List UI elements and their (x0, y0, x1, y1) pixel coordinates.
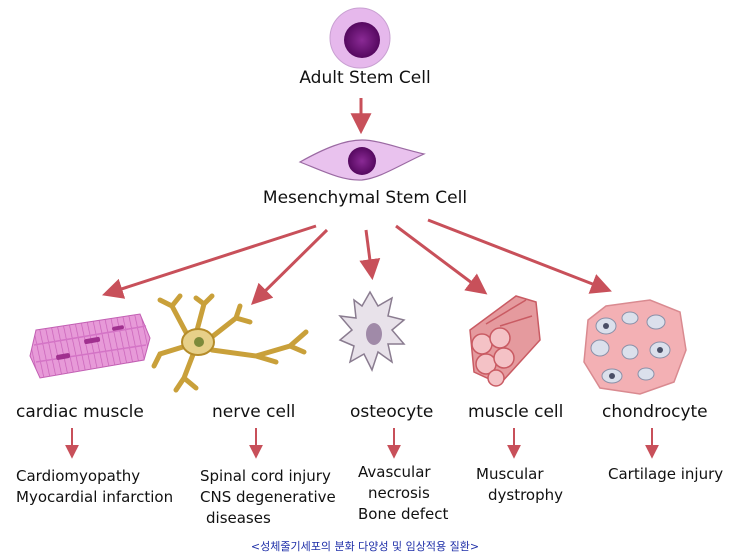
disease-item: CNS degenerative (200, 488, 336, 506)
disease-item: diseases (206, 509, 271, 527)
muscle-cell-label: muscle cell (468, 402, 564, 422)
arrow-to-chondrocyte (427, 218, 612, 294)
disease-item: dystrophy (488, 486, 564, 504)
cardiac-muscle-label: cardiac muscle (16, 402, 144, 422)
arrow-to-cardiac (102, 224, 317, 299)
chondrocyte-diseases: Cartilage injury (608, 464, 723, 485)
disease-item: Cartilage injury (608, 465, 724, 483)
mesenchymal-stem-cell-icon (298, 139, 426, 181)
arrow-to-muscle (395, 224, 488, 295)
disease-item: Spinal cord injury (200, 467, 331, 485)
osteocyte-label: osteocyte (350, 402, 434, 422)
nerve-cell-icon (151, 293, 309, 393)
disease-item: necrosis (368, 484, 430, 502)
muscle-cell-icon (469, 295, 541, 387)
osteocyte-icon (338, 290, 406, 372)
adult-stem-cell-label: Adult Stem Cell (299, 68, 431, 88)
mesenchymal-stem-cell-label: Mesenchymal Stem Cell (262, 188, 468, 208)
disease-item: Bone defect (358, 505, 449, 523)
nerve-diseases: Spinal cord injury CNS degenerative dise… (200, 466, 336, 529)
cardiac-muscle-icon (29, 313, 151, 379)
adult-stem-cell-icon (329, 7, 391, 69)
cardiac-diseases: Cardiomyopathy Myocardial infarction (16, 466, 173, 508)
chondrocyte-label: chondrocyte (602, 402, 708, 422)
disease-item: Cardiomyopathy (16, 467, 141, 485)
chondrocyte-icon (583, 299, 687, 395)
disease-item: Muscular (476, 465, 544, 483)
arrow-to-nerve (251, 228, 329, 305)
osteocyte-diseases: Avascular necrosis Bone defect (358, 462, 448, 525)
muscle-diseases: Muscular dystrophy (476, 464, 563, 506)
caption: <성체줄기세포의 분화 다양성 및 임상적용 질환> (250, 540, 480, 553)
disease-item: Avascular (358, 463, 431, 481)
arrow-to-osteocyte (359, 229, 381, 281)
nerve-cell-label: nerve cell (212, 402, 296, 422)
disease-item: Myocardial infarction (16, 488, 174, 506)
